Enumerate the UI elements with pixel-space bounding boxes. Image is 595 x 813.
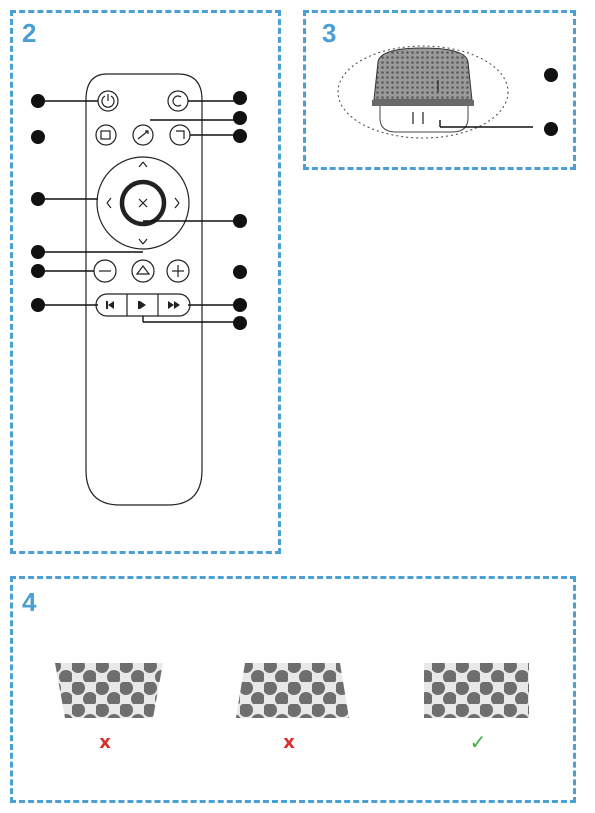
remote-callout-9 bbox=[233, 129, 247, 143]
volume-up-button bbox=[166, 259, 190, 283]
lens-callout-2 bbox=[544, 122, 558, 136]
keystone-example-1 bbox=[55, 663, 163, 718]
keystone-verdict-1: x bbox=[99, 732, 111, 753]
remote-callout-4 bbox=[31, 245, 45, 259]
keystone-examples bbox=[55, 663, 529, 718]
remote-callout-13 bbox=[233, 316, 247, 330]
remote-control bbox=[85, 73, 203, 506]
keystone-verdict-2: x bbox=[283, 732, 295, 753]
lens-panel-frame bbox=[303, 10, 576, 170]
dpad-ring bbox=[96, 156, 190, 250]
remote-callout-12 bbox=[233, 298, 247, 312]
menu-button bbox=[169, 124, 191, 146]
keystone-panel-frame bbox=[10, 576, 576, 803]
lens-callout-1 bbox=[544, 68, 558, 82]
return-button bbox=[132, 124, 154, 146]
remote-panel-frame bbox=[10, 10, 281, 554]
keystone-example-2 bbox=[236, 663, 349, 718]
ok-button bbox=[119, 179, 167, 227]
remote-callout-badges bbox=[31, 91, 247, 330]
remote-callout-2 bbox=[31, 130, 45, 144]
media-glyphs bbox=[106, 301, 180, 309]
remote-callout-5 bbox=[31, 264, 45, 278]
projector-lens-illustration bbox=[337, 45, 558, 139]
remote-callout-1 bbox=[31, 94, 45, 108]
home-button bbox=[131, 259, 155, 283]
keystone-verdict-3: ✓ bbox=[469, 730, 487, 754]
remote-callout-11 bbox=[233, 265, 247, 279]
settings-button bbox=[167, 90, 189, 112]
remote-leader-lines bbox=[40, 100, 236, 323]
panel-number-remote: 2 bbox=[22, 18, 37, 48]
panel-number-lens: 3 bbox=[322, 18, 337, 48]
remote-callout-8 bbox=[233, 111, 247, 125]
remote-callout-3 bbox=[31, 192, 45, 206]
remote-glyphs bbox=[99, 94, 185, 277]
remote-callout-10 bbox=[233, 214, 247, 228]
input-button bbox=[95, 124, 117, 146]
keystone-example-3 bbox=[424, 663, 529, 718]
panel-number-keystone: 4 bbox=[22, 587, 37, 617]
remote-callout-6 bbox=[31, 298, 45, 312]
remote-callout-7 bbox=[233, 91, 247, 105]
